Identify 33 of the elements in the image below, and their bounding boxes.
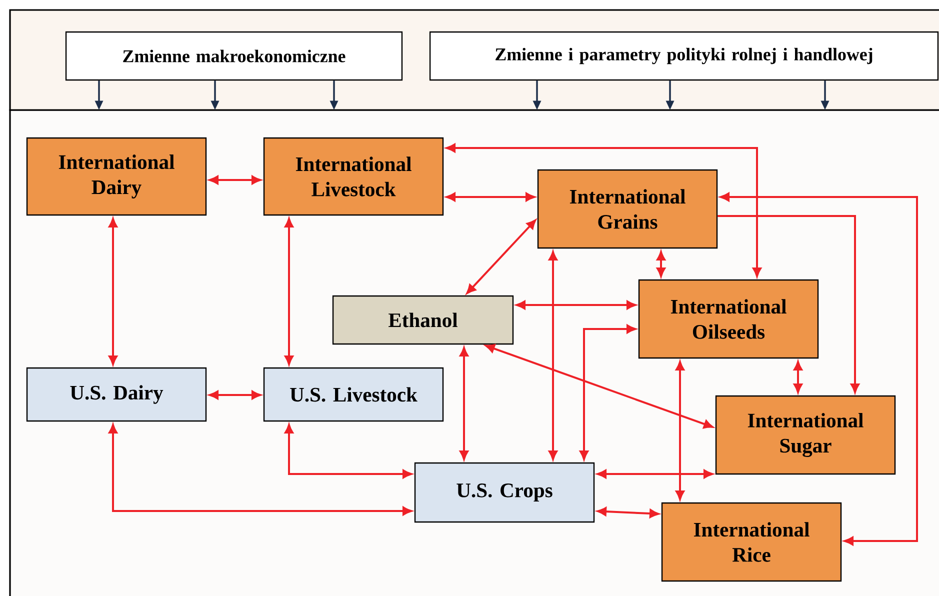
- market-box: Ethanol: [332, 295, 514, 345]
- market-box: International Sugar: [715, 395, 896, 475]
- connector-arrow: [108, 218, 118, 365]
- connector-arrow: [446, 144, 762, 277]
- connector-arrow: [209, 176, 261, 184]
- connector-arrow: [676, 361, 684, 500]
- connector-arrow: [548, 251, 558, 460]
- connector-arrow: [466, 220, 536, 294]
- connector-arrow: [516, 300, 636, 310]
- market-box: International Dairy: [26, 137, 207, 216]
- variables-box: Zmienne makroekonomiczne: [65, 31, 403, 81]
- market-box: International Oilseeds: [638, 279, 819, 359]
- connector-arrow: [597, 507, 659, 518]
- market-box: U.S. Livestock: [263, 367, 444, 422]
- connector-arrow: [656, 251, 666, 277]
- connector-arrow: [209, 390, 261, 400]
- connector-arrow: [720, 192, 918, 546]
- market-box: International Rice: [661, 502, 842, 582]
- connector-arrow: [485, 344, 714, 429]
- connector-arrow: [794, 361, 802, 393]
- connector-arrow: [284, 424, 412, 478]
- connector-arrow: [108, 424, 412, 516]
- connector-arrow: [718, 215, 860, 393]
- connector-arrow: [284, 218, 294, 365]
- market-box: U.S. Dairy: [26, 367, 207, 422]
- variables-box: Zmienne i parametry polityki rolnej i handlowej: [429, 31, 939, 81]
- market-box: U.S. Crops: [414, 462, 595, 523]
- connector-arrow: [597, 470, 713, 478]
- connector-arrow: [446, 192, 535, 202]
- connector-arrow: [580, 324, 636, 460]
- market-box: International Livestock: [263, 137, 444, 216]
- market-box: International Grains: [537, 169, 718, 249]
- connector-arrow: [460, 347, 468, 460]
